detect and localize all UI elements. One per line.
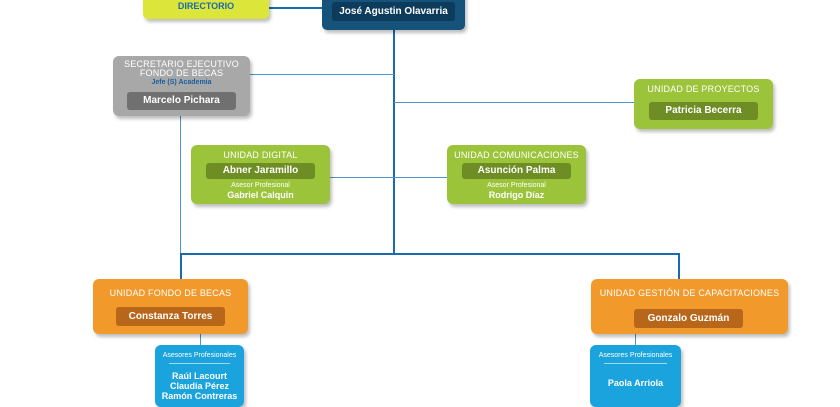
connector-secretario-down bbox=[180, 116, 181, 254]
connector-bottom-horizontal bbox=[180, 253, 680, 255]
fondo-becas-title: UNIDAD FONDO DE BECAS bbox=[109, 288, 232, 298]
fondo-becas-name: Constanza Torres bbox=[116, 307, 225, 326]
connector-left-drop bbox=[180, 253, 182, 279]
connector-secretario bbox=[249, 74, 394, 75]
digital-advisor-label: Asesor Profesional bbox=[231, 182, 290, 189]
secretario-name: Marcelo Pichara bbox=[127, 92, 236, 110]
capacitaciones-advisors-box: Asesores Profesionales Paola Arriola bbox=[590, 345, 681, 407]
secretario-title-line2: FONDO DE BECAS bbox=[139, 68, 224, 78]
capacitaciones-title: UNIDAD GESTIÓN DE CAPACITACIONES bbox=[599, 288, 780, 298]
fondo-becas-advisors-label: Asesores Profesionales bbox=[162, 352, 237, 359]
comunicaciones-box: UNIDAD COMUNICACIONES Asunción Palma Ase… bbox=[447, 145, 586, 204]
directorio-caption: DIRECTORIO bbox=[177, 1, 235, 11]
capacitaciones-name: Gonzalo Guzmán bbox=[634, 309, 743, 328]
director-name: José Agustin Olavarria bbox=[332, 2, 455, 21]
capacitaciones-advisor-1: Paola Arriola bbox=[607, 378, 664, 388]
digital-box: UNIDAD DIGITAL Abner Jaramillo Asesor Pr… bbox=[191, 145, 330, 204]
connector-proyectos bbox=[394, 102, 634, 103]
connector-main-trunk bbox=[393, 30, 395, 254]
connector-right-drop bbox=[678, 253, 680, 279]
comunicaciones-advisor-name: Rodrigo Díaz bbox=[488, 190, 545, 200]
capacitaciones-box: UNIDAD GESTIÓN DE CAPACITACIONES Gonzalo… bbox=[591, 279, 788, 334]
secretario-subtitle: Jefe (S) Academia bbox=[151, 79, 212, 86]
fondo-becas-advisor-3: Ramón Contreras bbox=[161, 391, 238, 401]
fondo-becas-advisor-1: Raúl Lacourt bbox=[171, 371, 227, 381]
directorio-box: DIRECTORIO bbox=[143, 0, 269, 19]
comunicaciones-title: UNIDAD COMUNICACIONES bbox=[454, 150, 579, 160]
digital-title: UNIDAD DIGITAL bbox=[223, 150, 298, 160]
director-box: José Agustin Olavarria bbox=[322, 0, 465, 30]
connector-cap-advisors bbox=[635, 333, 636, 345]
proyectos-box: UNIDAD DE PROYECTOS Patricia Becerra bbox=[634, 79, 773, 129]
connector-fondo-advisors bbox=[200, 333, 201, 345]
connector-director-horizontal bbox=[268, 7, 324, 9]
proyectos-name: Patricia Becerra bbox=[649, 102, 758, 120]
digital-advisor-name: Gabriel Calquin bbox=[227, 190, 294, 200]
capacitaciones-advisors-label: Asesores Profesionales bbox=[598, 352, 673, 359]
comunicaciones-name: Asunción Palma bbox=[462, 163, 571, 179]
fondo-becas-advisors-divider bbox=[169, 363, 230, 364]
capacitaciones-advisors-divider bbox=[604, 363, 667, 364]
connector-digital-comunicaciones bbox=[330, 177, 447, 178]
digital-name: Abner Jaramillo bbox=[206, 163, 315, 179]
fondo-becas-box: UNIDAD FONDO DE BECAS Constanza Torres bbox=[93, 279, 248, 334]
fondo-becas-advisors-box: Asesores Profesionales Raúl Lacourt Clau… bbox=[155, 345, 244, 407]
proyectos-title: UNIDAD DE PROYECTOS bbox=[647, 84, 760, 94]
comunicaciones-advisor-label: Asesor Profesional bbox=[487, 182, 546, 189]
secretario-title-line1: SECRETARIO EJECUTIVO bbox=[124, 59, 239, 69]
fondo-becas-advisor-2: Claudia Pérez bbox=[169, 381, 230, 391]
secretario-box: SECRETARIO EJECUTIVO FONDO DE BECAS Jefe… bbox=[113, 56, 250, 116]
